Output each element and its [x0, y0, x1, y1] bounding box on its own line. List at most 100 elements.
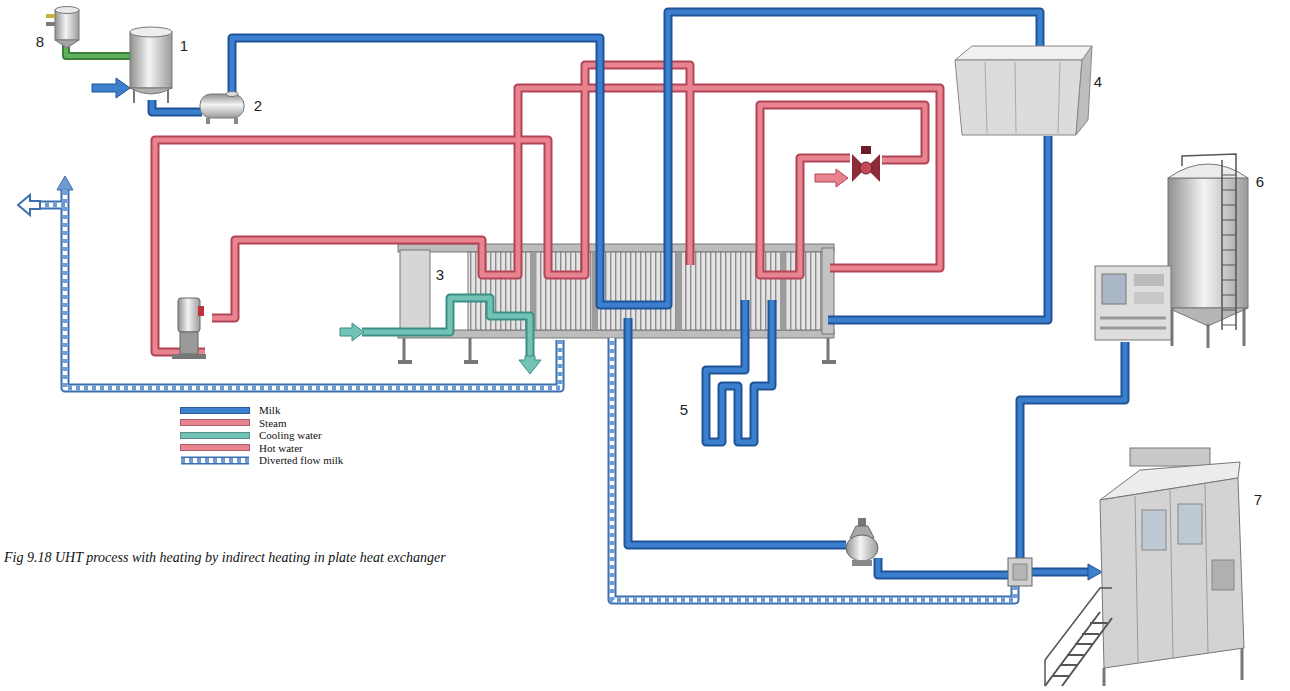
plate-heat-exchanger	[464, 360, 478, 364]
callout-holder: 4	[1094, 73, 1102, 91]
legend: MilkSteamCooling waterHot waterDiverted …	[180, 404, 343, 467]
pipes	[66, 44, 130, 56]
aseptic-tank	[1207, 324, 1210, 348]
homogenizer	[858, 518, 866, 526]
legend-swatch	[180, 407, 250, 414]
flow-arrows	[18, 78, 1102, 580]
plate-heat-exchanger	[469, 338, 472, 362]
filling-machine	[1130, 448, 1210, 466]
filling-machine	[1135, 496, 1138, 662]
pipes	[362, 298, 530, 358]
aseptic-valve	[1008, 558, 1032, 586]
callout-holder: 7	[1254, 491, 1262, 509]
callout-number: 1	[180, 37, 188, 54]
aseptic-tank	[1221, 160, 1223, 330]
pipes	[362, 298, 530, 358]
service-stairs	[1045, 588, 1112, 660]
aseptic-valve	[1008, 558, 1032, 586]
feed-pump	[226, 92, 238, 97]
plate-heat-exchanger	[676, 252, 682, 330]
callout-holder: 6	[1256, 173, 1264, 191]
service-stairs	[1045, 588, 1112, 686]
figure-caption: Fig 9.18 UHT process with heating by ind…	[4, 550, 446, 565]
deaerator-tank	[955, 60, 1082, 135]
filling-machine	[1103, 668, 1106, 686]
deaerator-tank	[1076, 46, 1092, 135]
callout-holder: 2	[254, 97, 262, 115]
flow-arrows	[18, 195, 40, 215]
callout-holder: 5	[680, 401, 688, 419]
deaerator-tank	[955, 46, 1092, 60]
filling-machine	[1170, 490, 1173, 658]
legend-sample	[180, 456, 250, 465]
plate-heat-exchanger	[827, 338, 830, 362]
steam-valve	[861, 146, 871, 154]
callout-number: 7	[1254, 491, 1262, 508]
filling-machine	[1205, 484, 1208, 653]
steam-valve	[852, 146, 880, 182]
ingredient-tank	[55, 40, 79, 48]
feed-pump	[206, 118, 210, 124]
callout-number: 6	[1256, 173, 1264, 190]
control-unit	[1095, 266, 1171, 340]
balance-tank	[130, 88, 172, 94]
filling-machine	[1212, 560, 1234, 590]
pipes	[40, 12, 1125, 600]
balance-tank	[130, 27, 172, 103]
plate-heat-exchanger	[400, 250, 430, 332]
hot-water-pump	[180, 332, 198, 354]
legend-text: Steam	[259, 417, 287, 429]
legend-sample-line	[181, 458, 249, 463]
hot-water-pump	[172, 298, 206, 359]
service-stairs	[1044, 660, 1046, 686]
ingredient-tank	[46, 14, 55, 18]
homogenizer	[852, 560, 872, 566]
plate-heat-exchanger	[398, 244, 834, 252]
legend-swatch	[180, 444, 250, 451]
pipes	[40, 190, 1015, 600]
feed-pump	[234, 118, 238, 124]
ingredient-tank	[46, 7, 79, 49]
pipes	[40, 190, 1015, 600]
callout-number: 3	[436, 266, 444, 283]
plate-heat-exchanger	[398, 360, 412, 364]
ingredient-tank	[55, 10, 79, 40]
ingredient-tank	[46, 22, 55, 26]
legend-text: Cooling water	[259, 429, 322, 441]
filling-machine	[1100, 448, 1244, 686]
control-unit	[1100, 317, 1166, 320]
legend-sample-line	[181, 456, 249, 464]
pipes	[40, 190, 1015, 600]
callout-holder: 3	[436, 266, 444, 284]
aseptic-tank	[1222, 175, 1236, 325]
plate-heat-exchanger	[780, 252, 786, 330]
deaerator-tank	[955, 46, 1092, 135]
callout-holder: 1	[180, 37, 188, 55]
callout-number: 4	[1094, 73, 1102, 90]
flow-arrows	[57, 176, 73, 190]
steam-valve	[860, 162, 872, 174]
flow-arrows	[340, 323, 364, 341]
deaerator-tank	[1058, 62, 1060, 133]
pipes	[155, 65, 940, 352]
balance-tank	[133, 90, 135, 103]
legend-row: Steam	[180, 417, 343, 430]
control-unit	[1100, 327, 1166, 330]
aseptic-tank	[1168, 154, 1248, 348]
plate-heat-exchanger	[403, 338, 406, 362]
homogenizer	[846, 535, 878, 561]
legend-row: Cooling water	[180, 429, 343, 442]
deaerator-tank	[985, 62, 987, 133]
pipes	[66, 44, 130, 56]
hot-water-pump	[172, 354, 206, 359]
flow-arrows	[519, 356, 541, 374]
legend-row: Milk	[180, 404, 343, 417]
control-unit	[1134, 274, 1164, 286]
homogenizer	[846, 518, 878, 566]
callout-number: 5	[680, 401, 688, 418]
hot-water-pump	[198, 306, 204, 316]
service-stairs	[1052, 623, 1107, 676]
callout-holder: 8	[36, 33, 44, 51]
